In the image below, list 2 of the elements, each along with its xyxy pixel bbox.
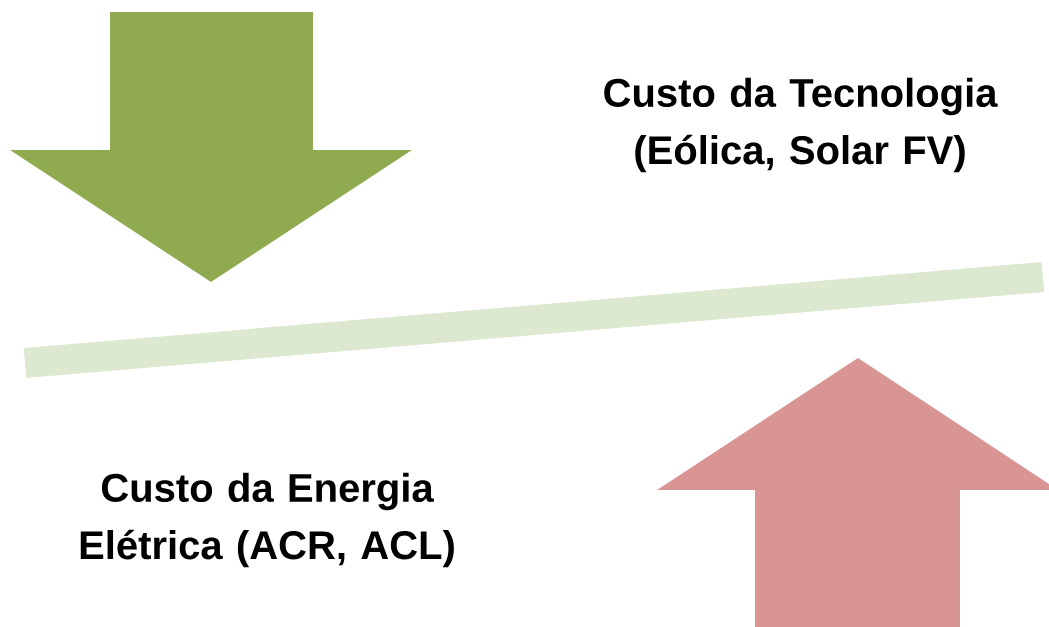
heading-text: Custo da Energia Elétrica (ACR, ACL) — [80, 472, 454, 568]
heading-text: Custo da Tecnologia (Eólica, Solar FV) — [604, 77, 998, 173]
